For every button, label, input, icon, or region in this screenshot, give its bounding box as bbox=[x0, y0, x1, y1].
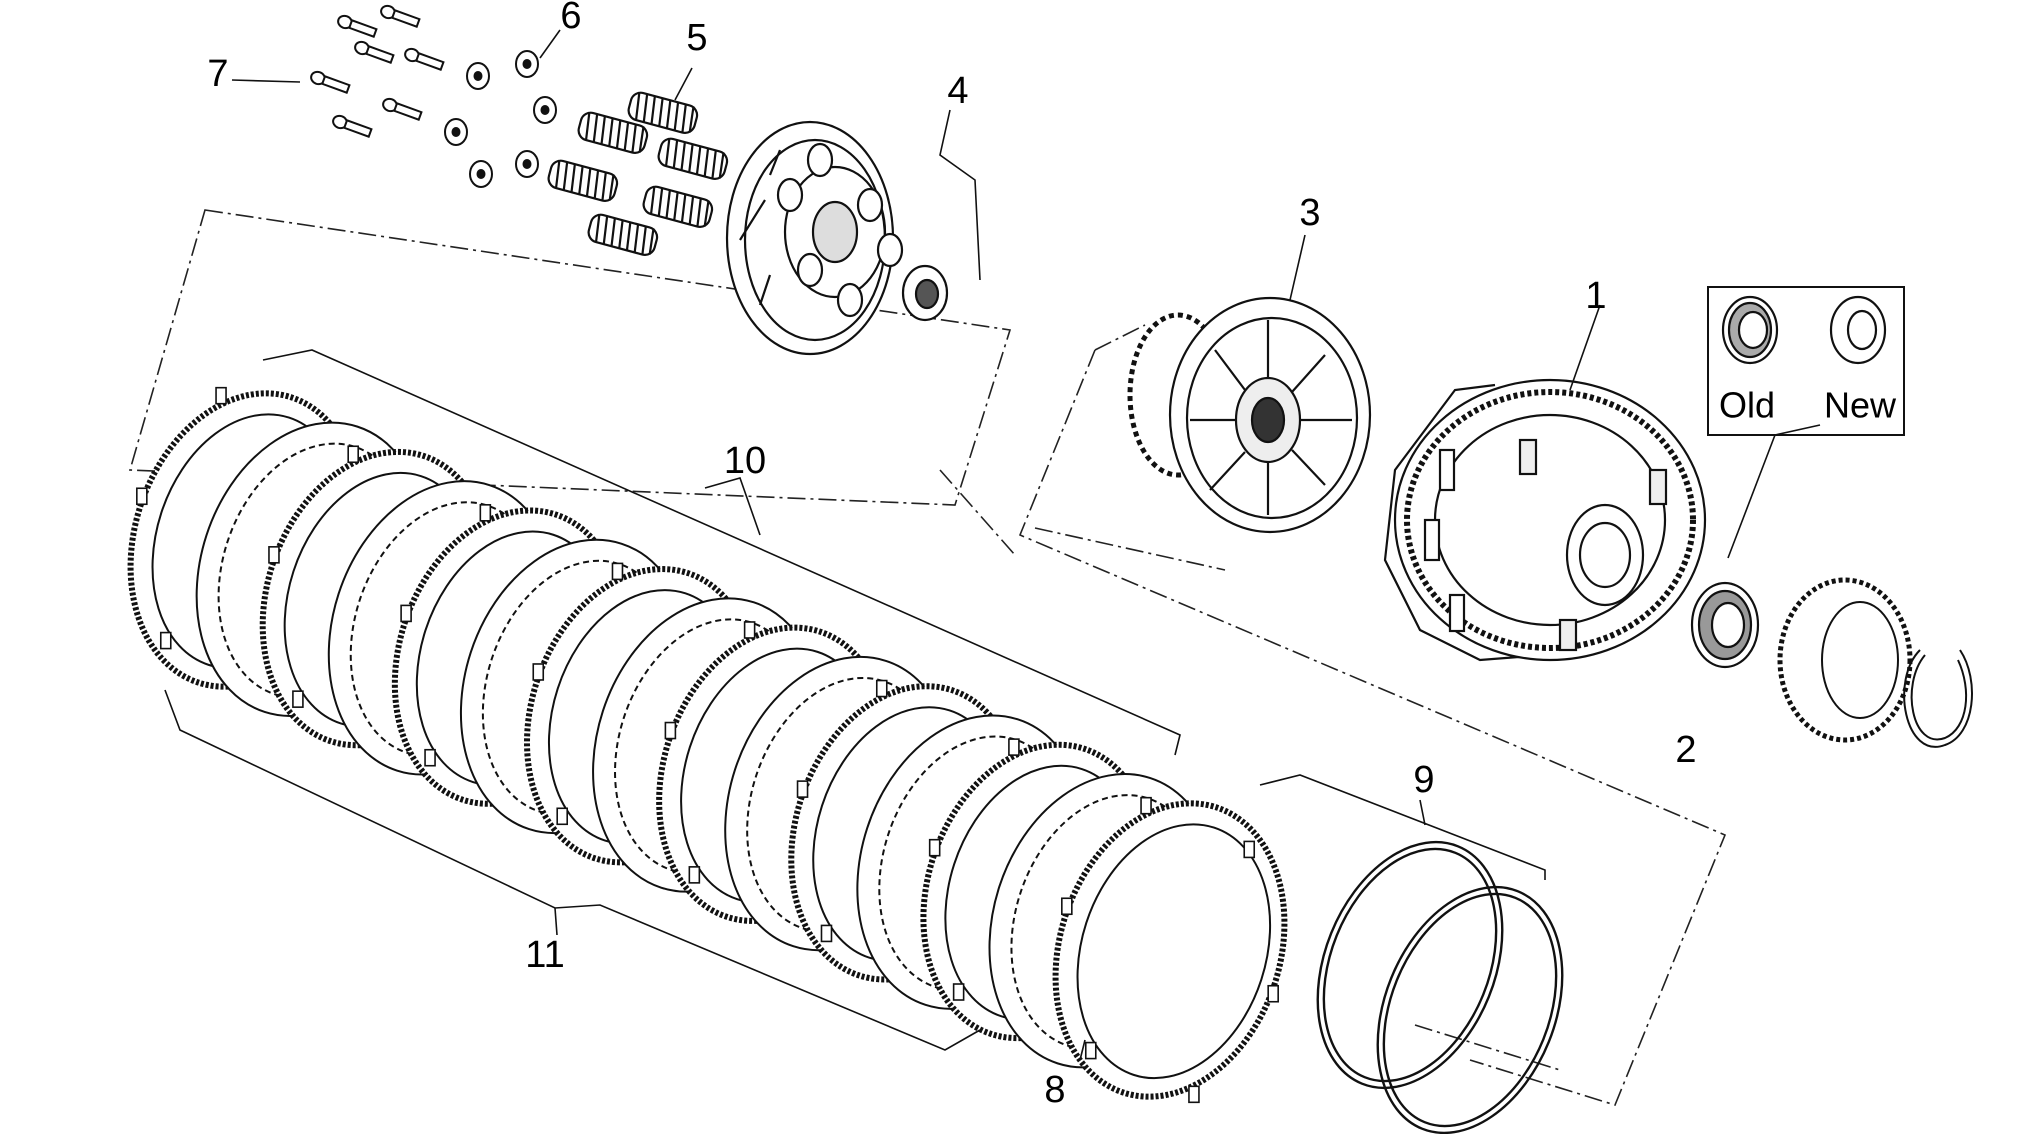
old-new-inset-box: Old New bbox=[1707, 286, 1905, 436]
washer bbox=[515, 50, 539, 78]
part-label-7: 7 bbox=[207, 53, 228, 95]
wire-rings-item-9 bbox=[1316, 840, 1564, 1134]
circlip bbox=[1903, 649, 1973, 748]
bolt bbox=[380, 4, 421, 28]
bolt bbox=[404, 47, 445, 71]
new-version-label: New bbox=[1824, 385, 1897, 426]
bolt bbox=[332, 114, 373, 138]
old-washer-icon bbox=[1721, 295, 1779, 365]
part-label-6: 6 bbox=[560, 0, 581, 37]
wire-ring bbox=[1376, 885, 1564, 1134]
wire-ring bbox=[1316, 840, 1504, 1090]
washers-item-6 bbox=[444, 50, 557, 188]
part-label-9: 9 bbox=[1413, 759, 1434, 801]
washer bbox=[469, 160, 493, 188]
spring bbox=[547, 159, 619, 202]
washer bbox=[444, 118, 468, 146]
spring bbox=[657, 137, 729, 180]
part-label-10: 10 bbox=[724, 440, 766, 482]
clutch-housing-item-1 bbox=[1383, 378, 1707, 662]
pressure-plate-item-4 bbox=[725, 120, 904, 356]
spring bbox=[587, 213, 659, 256]
spring bbox=[577, 111, 649, 154]
thrust-washer-item-2 bbox=[1690, 581, 1760, 669]
part-label-2: 2 bbox=[1675, 729, 1696, 771]
bolt bbox=[354, 40, 395, 64]
old-version-label: Old bbox=[1719, 385, 1775, 426]
bolts-item-7 bbox=[310, 4, 445, 138]
part-label-11: 11 bbox=[525, 934, 564, 976]
part-label-1: 1 bbox=[1585, 275, 1606, 317]
clutch-hub-item-3 bbox=[1127, 296, 1372, 534]
bearing-item-4 bbox=[901, 264, 949, 322]
bolt bbox=[310, 70, 351, 94]
part-label-8: 8 bbox=[1044, 1069, 1065, 1111]
clutch-plate-stack bbox=[127, 386, 1288, 1104]
part-number-labels: 1 2 3 4 5 6 7 8 9 10 11 bbox=[207, 0, 1696, 1111]
friction-plate bbox=[1052, 796, 1288, 1104]
part-label-5: 5 bbox=[686, 17, 707, 59]
washer bbox=[515, 150, 539, 178]
new-washer-icon bbox=[1829, 295, 1887, 365]
bolt bbox=[337, 14, 378, 38]
washer bbox=[466, 62, 490, 90]
spring bbox=[642, 185, 714, 228]
gear-ring bbox=[1777, 577, 1913, 743]
part-label-3: 3 bbox=[1299, 192, 1320, 234]
bolt bbox=[382, 97, 423, 121]
springs-item-5 bbox=[547, 91, 729, 256]
washer bbox=[533, 96, 557, 124]
part-label-4: 4 bbox=[947, 70, 968, 112]
group-brackets bbox=[164, 29, 1601, 1061]
spring bbox=[627, 91, 699, 134]
